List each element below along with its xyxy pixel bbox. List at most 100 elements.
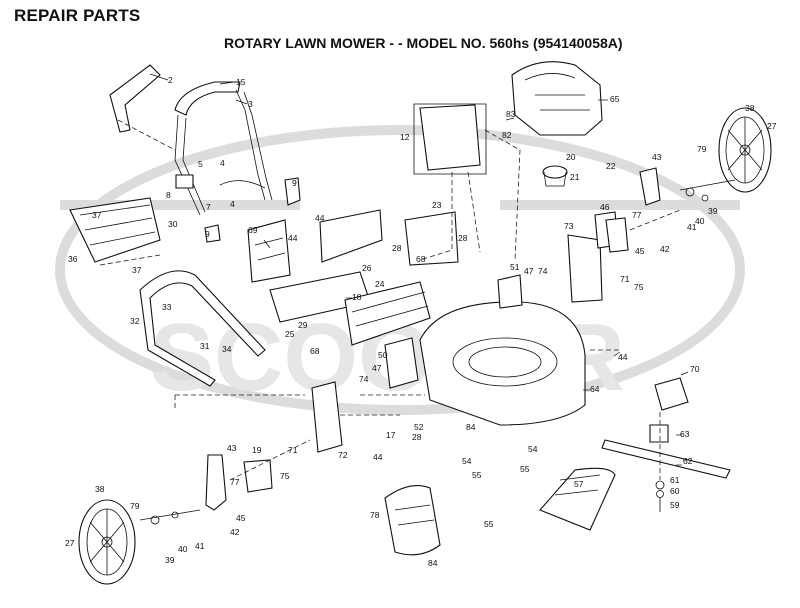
part-label-28: 28 bbox=[412, 432, 422, 442]
grass-bag bbox=[69, 197, 161, 266]
part-label-12: 12 bbox=[400, 132, 410, 142]
part-label-75: 75 bbox=[280, 471, 290, 481]
wheel-front-left bbox=[78, 499, 136, 585]
part-label-78: 78 bbox=[370, 510, 380, 520]
part-label-18: 18 bbox=[352, 292, 362, 302]
blade-assembly bbox=[601, 377, 731, 512]
part-label-37: 37 bbox=[92, 210, 102, 220]
part-label-8: 8 bbox=[166, 190, 171, 200]
part-label-32: 32 bbox=[130, 316, 140, 326]
part-label-41: 41 bbox=[687, 222, 697, 232]
part-label-47: 47 bbox=[372, 363, 382, 373]
part-label-74: 74 bbox=[538, 266, 548, 276]
part-label-36: 36 bbox=[68, 254, 78, 264]
part-label-17: 17 bbox=[386, 430, 396, 440]
part-label-27: 27 bbox=[65, 538, 75, 548]
part-label-41: 41 bbox=[195, 541, 205, 551]
part-label-68: 68 bbox=[416, 254, 426, 264]
part-label-33: 33 bbox=[162, 302, 172, 312]
part-label-25: 25 bbox=[285, 329, 295, 339]
part-label-60: 60 bbox=[670, 486, 680, 496]
part-label-42: 42 bbox=[660, 244, 670, 254]
part-label-45: 45 bbox=[635, 246, 645, 256]
part-label-34: 34 bbox=[222, 344, 232, 354]
part-label-15: 15 bbox=[236, 77, 246, 87]
part-label-39: 39 bbox=[708, 206, 718, 216]
part-label-4: 4 bbox=[230, 199, 235, 209]
part-label-44: 44 bbox=[288, 233, 298, 243]
part-label-77: 77 bbox=[230, 477, 240, 487]
part-label-31: 31 bbox=[200, 341, 210, 351]
part-label-28: 28 bbox=[458, 233, 468, 243]
part-label-22: 22 bbox=[606, 161, 616, 171]
lower-handle bbox=[139, 270, 305, 410]
part-label-44: 44 bbox=[373, 452, 383, 462]
model-subtitle: ROTARY LAWN MOWER - - MODEL NO. 560hs (9… bbox=[224, 35, 623, 51]
part-label-21: 21 bbox=[570, 172, 580, 182]
part-label-55: 55 bbox=[472, 470, 482, 480]
part-label-4: 4 bbox=[220, 158, 225, 168]
part-label-73: 73 bbox=[564, 221, 574, 231]
part-label-84: 84 bbox=[466, 422, 476, 432]
part-label-62: 62 bbox=[683, 456, 693, 466]
part-label-64: 64 bbox=[590, 384, 600, 394]
part-label-77: 77 bbox=[632, 210, 642, 220]
part-label-3: 3 bbox=[248, 99, 253, 109]
part-label-42: 42 bbox=[230, 527, 240, 537]
part-label-71: 71 bbox=[288, 445, 298, 455]
part-label-19: 19 bbox=[252, 445, 262, 455]
part-label-27: 27 bbox=[767, 121, 777, 131]
part-label-30: 30 bbox=[168, 219, 178, 229]
part-label-28: 28 bbox=[392, 243, 402, 253]
part-label-20: 20 bbox=[566, 152, 576, 162]
part-label-45: 45 bbox=[236, 513, 246, 523]
handle-assembly bbox=[109, 64, 301, 243]
part-label-9: 9 bbox=[205, 229, 210, 239]
engine bbox=[413, 61, 603, 261]
part-label-5: 5 bbox=[198, 159, 203, 169]
part-label-70: 70 bbox=[690, 364, 700, 374]
part-label-23: 23 bbox=[432, 200, 442, 210]
part-label-7: 7 bbox=[206, 202, 211, 212]
part-label-37: 37 bbox=[132, 265, 142, 275]
part-label-40: 40 bbox=[695, 216, 705, 226]
part-label-38: 38 bbox=[95, 484, 105, 494]
rear-flap bbox=[384, 485, 441, 556]
part-label-54: 54 bbox=[528, 444, 538, 454]
part-label-47: 47 bbox=[524, 266, 534, 276]
wheel-rear-right bbox=[718, 107, 772, 193]
part-label-24: 24 bbox=[375, 279, 385, 289]
part-label-43: 43 bbox=[652, 152, 662, 162]
part-label-79: 79 bbox=[130, 501, 140, 511]
part-label-83: 83 bbox=[506, 109, 516, 119]
page-title: REPAIR PARTS bbox=[14, 6, 141, 25]
part-label-50: 50 bbox=[378, 350, 388, 360]
part-label-55: 55 bbox=[520, 464, 530, 474]
part-label-69: 69 bbox=[248, 225, 258, 235]
part-label-51: 51 bbox=[510, 262, 520, 272]
axle-hardware bbox=[139, 179, 736, 525]
part-label-39: 39 bbox=[165, 555, 175, 565]
part-label-2: 2 bbox=[168, 75, 173, 85]
part-label-63: 63 bbox=[680, 429, 690, 439]
part-label-44: 44 bbox=[315, 213, 325, 223]
part-label-82: 82 bbox=[502, 130, 512, 140]
part-label-74: 74 bbox=[359, 374, 369, 384]
part-label-44: 44 bbox=[618, 352, 628, 362]
part-label-29: 29 bbox=[298, 320, 308, 330]
side-chute bbox=[539, 467, 616, 531]
part-label-52: 52 bbox=[414, 422, 424, 432]
part-label-72: 72 bbox=[338, 450, 348, 460]
part-label-75: 75 bbox=[634, 282, 644, 292]
mid-parts bbox=[247, 209, 459, 346]
part-label-65: 65 bbox=[610, 94, 620, 104]
part-label-40: 40 bbox=[178, 544, 188, 554]
part-label-26: 26 bbox=[362, 263, 372, 273]
part-label-55: 55 bbox=[484, 519, 494, 529]
part-label-46: 46 bbox=[600, 202, 610, 212]
height-adjusters bbox=[205, 167, 681, 511]
part-label-43: 43 bbox=[227, 443, 237, 453]
part-label-61: 61 bbox=[670, 475, 680, 485]
